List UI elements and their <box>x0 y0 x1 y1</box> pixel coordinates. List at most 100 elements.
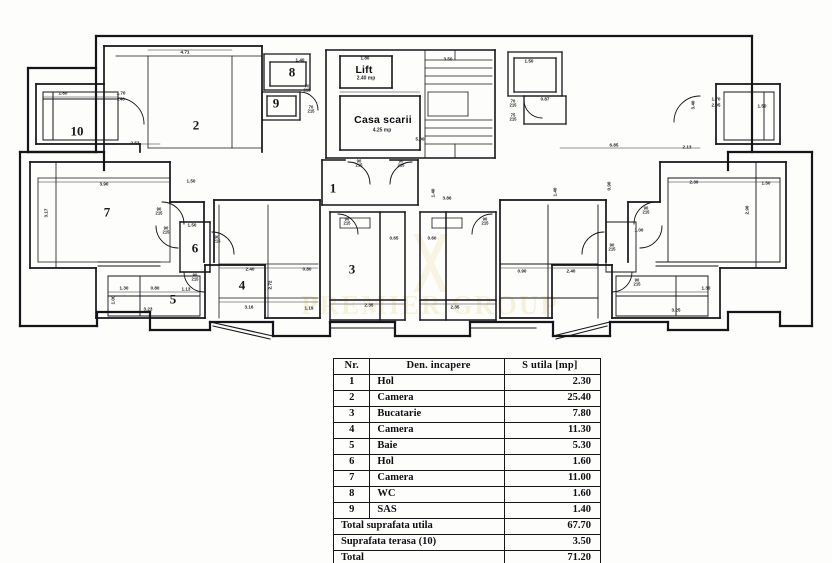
room-3: 3 <box>348 261 356 277</box>
cell-summary-label: Suprafata terasa (10) <box>333 534 505 551</box>
dimension-1: 1.40 <box>295 57 305 63</box>
cell-room-name: Bucatarie <box>369 406 505 423</box>
dimension-3: 1.70 <box>116 90 126 96</box>
dimension-34: 2.05 <box>711 102 721 108</box>
label-lift-area: 2.40 mp <box>356 75 376 82</box>
left-apartment-walls <box>29 45 321 319</box>
room-2: 2 <box>192 117 200 133</box>
dimension-40: 2.40 <box>566 268 576 274</box>
cell-area: 2.30 <box>503 374 602 391</box>
room-2-details <box>115 55 263 149</box>
room-10-terrace <box>42 91 119 141</box>
central-core <box>325 49 496 159</box>
cell-room-name: Hol <box>369 374 505 391</box>
dimension-44: 0.90 <box>606 181 612 191</box>
cell-nr: 8 <box>332 486 371 503</box>
cell-room-name: Baie <box>369 438 505 455</box>
cell-summary-area: 3.50 <box>503 534 602 551</box>
dimension-18: 3.23 <box>143 306 153 312</box>
cell-area: 1.60 <box>503 486 602 503</box>
cell-room-name: WC <box>369 486 505 503</box>
cell-summary-label: Total suprafata utila <box>333 518 505 535</box>
label-lift: Lift <box>355 63 373 76</box>
room-5: 5 <box>169 291 177 307</box>
room-8: 8 <box>288 64 296 80</box>
label-stairwell-area: 4.25 mp <box>372 127 392 134</box>
room-4: 4 <box>238 277 246 293</box>
cell-area: 25.40 <box>503 390 602 407</box>
dimension-36: 2.30 <box>689 179 699 185</box>
dimension-24: 3.86 <box>442 195 452 201</box>
dimension-19: 1.00 <box>110 295 116 305</box>
dimension-4: 240 <box>117 96 125 102</box>
dimension-13: 1.19 <box>304 305 314 311</box>
dimension-37: 1.50 <box>761 180 771 186</box>
cell-area: 1.60 <box>503 454 602 471</box>
dimension-14: 2.72 <box>267 280 273 290</box>
cell-room-name: Hol <box>369 454 505 471</box>
kitchen-fixtures <box>339 217 463 229</box>
room-4-details <box>218 204 319 319</box>
right-apartment-walls <box>499 83 787 319</box>
room-1 <box>321 159 419 206</box>
dimension-26: 3.50 <box>443 56 453 62</box>
cell-room-name: Camera <box>369 470 505 487</box>
dimension-2: 1.80 <box>58 90 68 96</box>
dimension-11: 0.80 <box>302 266 312 272</box>
cell-summary-label: Total <box>333 550 505 563</box>
dimension-12: 3.16 <box>244 304 254 310</box>
header-area: S utila [mp] <box>503 358 602 375</box>
cell-room-name: Camera <box>369 390 505 407</box>
cell-room-name: Camera <box>369 422 505 439</box>
cell-area: 7.80 <box>503 406 602 423</box>
header-nr: Nr. <box>332 358 371 375</box>
dimension-29: 5.00 <box>415 136 425 142</box>
cell-area: 11.00 <box>503 470 602 487</box>
dimension-45: 1.40 <box>552 187 558 197</box>
room-9: 9 <box>272 95 280 111</box>
dimension-27: 1.50 <box>524 58 534 64</box>
header-name: Den. incapere <box>369 358 505 375</box>
room-7: 7 <box>103 204 111 220</box>
dimension-6: 3.17 <box>43 208 49 218</box>
cell-nr: 5 <box>332 438 371 455</box>
table-header-row: Nr. Den. incapere S utila [mp] <box>332 358 602 375</box>
upper-right-rooms <box>507 51 567 125</box>
dimension-38: 2.96 <box>744 205 750 215</box>
dimension-43: 3.25 <box>671 307 681 313</box>
dimension-39: 0.90 <box>517 268 527 274</box>
stair-flights <box>424 49 493 159</box>
dimension-5: 2.53 <box>130 140 140 146</box>
dimension-21: 2.35 <box>450 304 460 310</box>
room-6: 6 <box>191 240 199 256</box>
dimension-33: 1.70 <box>711 96 721 102</box>
dimension-16: 0.80 <box>150 285 160 291</box>
door-swings <box>117 91 701 293</box>
cell-nr: 7 <box>332 470 371 487</box>
right-apartment-details <box>499 91 781 319</box>
cell-nr: 6 <box>332 454 371 471</box>
